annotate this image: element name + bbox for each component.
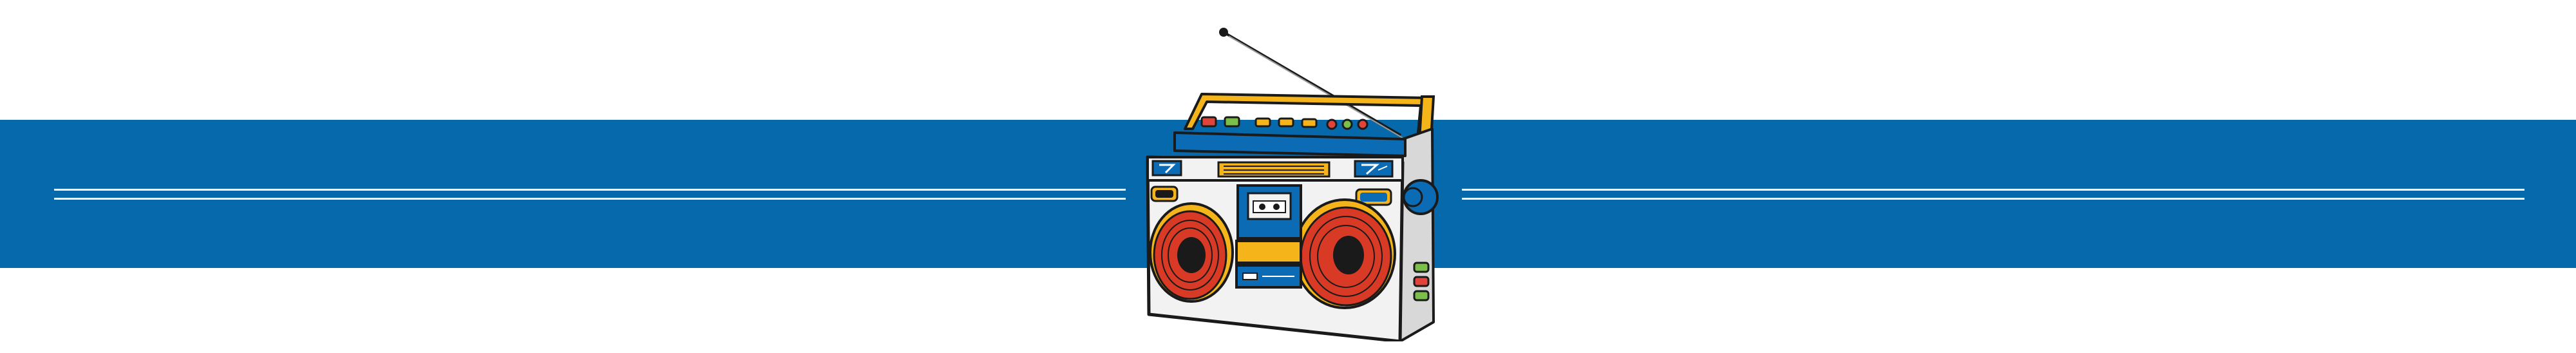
cassette-deck-icon (1235, 184, 1302, 289)
speaker-icon (1293, 198, 1396, 309)
boombox-icon (1146, 28, 1439, 341)
left-rule-top (54, 189, 1126, 191)
left-rule-bottom (54, 198, 1126, 200)
right-rule-bottom (1462, 198, 2524, 200)
antenna-icon (1219, 28, 1403, 138)
speaker-icon (1149, 202, 1234, 303)
control-buttons-icon (1200, 116, 1368, 130)
tuning-knob-icon (1403, 179, 1439, 215)
right-rule-top (1462, 189, 2524, 191)
